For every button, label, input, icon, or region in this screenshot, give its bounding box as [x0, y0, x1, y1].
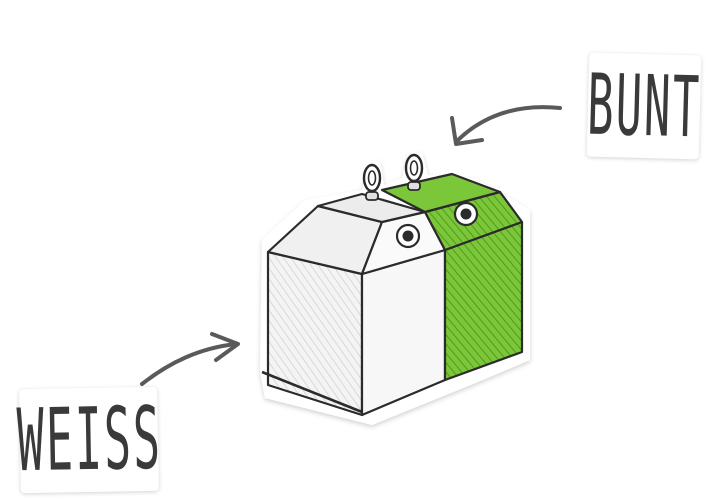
- weiss-label-card: WEISS: [19, 387, 159, 493]
- arrow-to-white-bin-icon: [142, 334, 238, 384]
- arrow-to-green-bin-icon: [452, 107, 560, 144]
- bunt-label: BUNT: [586, 63, 702, 150]
- bunt-label-card: BUNT: [587, 53, 702, 160]
- weiss-label: WEISS: [16, 396, 163, 485]
